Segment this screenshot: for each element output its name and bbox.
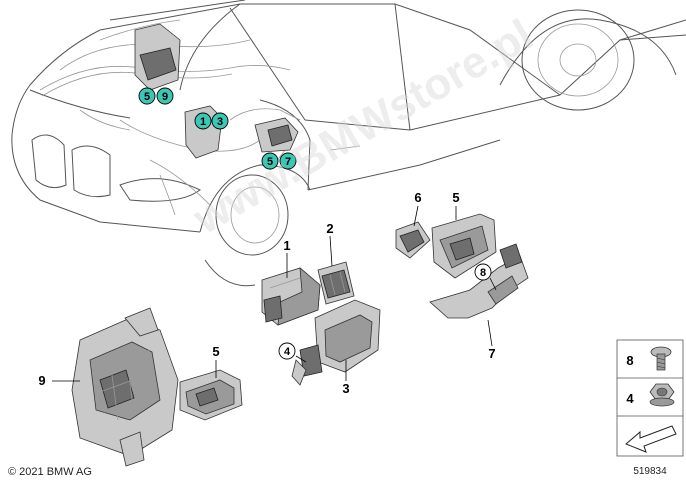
- callout-8-circle: 8: [474, 263, 492, 281]
- direction-arrow-icon: [625, 425, 677, 453]
- callout-2: 2: [326, 221, 333, 236]
- part-5-relay-box-right: [431, 213, 497, 279]
- badge-label: 7: [285, 156, 291, 168]
- part-7-bracket: [429, 243, 529, 319]
- fastener-legend: 8 4: [616, 339, 684, 457]
- badge-label: 1: [200, 116, 206, 128]
- badge-9: 9: [156, 87, 174, 105]
- part-6-clip: [395, 221, 431, 259]
- badge-1: 1: [194, 112, 212, 130]
- callout-numbers: 1 2 3 4 5 6 7 8 9 5: [38, 190, 495, 396]
- callout-4: 4: [284, 346, 291, 358]
- legend-item-4: 4: [626, 391, 634, 406]
- part-number: 519834: [633, 466, 667, 477]
- badge-5-top: 5: [138, 87, 156, 105]
- car-outline: [11, 0, 686, 287]
- callout-7: 7: [488, 346, 495, 361]
- badge-7: 7: [279, 152, 297, 170]
- nut-icon: [649, 383, 675, 407]
- badge-label: 9: [162, 91, 168, 103]
- screw-icon: [650, 346, 672, 371]
- legend-item-8: 8: [626, 353, 633, 368]
- callout-5-right: 5: [452, 190, 459, 205]
- leader-lines: [52, 205, 497, 382]
- badge-3: 3: [211, 112, 229, 130]
- part-2-bracket: [317, 261, 355, 305]
- watermark-text: www.BMWstore.pl: [185, 10, 541, 244]
- position-badges: 5 9 1 3 5 7: [138, 87, 297, 170]
- part-5-relay-box-bottom: [179, 369, 243, 421]
- callout-9: 9: [38, 373, 45, 388]
- part-3-holder: [291, 299, 381, 386]
- part-1-control-unit: [261, 267, 321, 326]
- badge-label: 3: [217, 116, 223, 128]
- callout-8: 8: [480, 267, 486, 279]
- part-9-carrier: [71, 307, 179, 467]
- callout-5-bottom: 5: [212, 344, 219, 359]
- badge-label: 5: [267, 156, 273, 168]
- callout-3: 3: [342, 381, 349, 396]
- copyright-text: © 2021 BMW AG: [8, 466, 92, 478]
- badge-5-right: 5: [261, 152, 279, 170]
- callout-4-circle: 4: [278, 342, 296, 360]
- badge-label: 5: [144, 91, 150, 103]
- callout-1: 1: [283, 238, 290, 253]
- callout-6: 6: [414, 190, 421, 205]
